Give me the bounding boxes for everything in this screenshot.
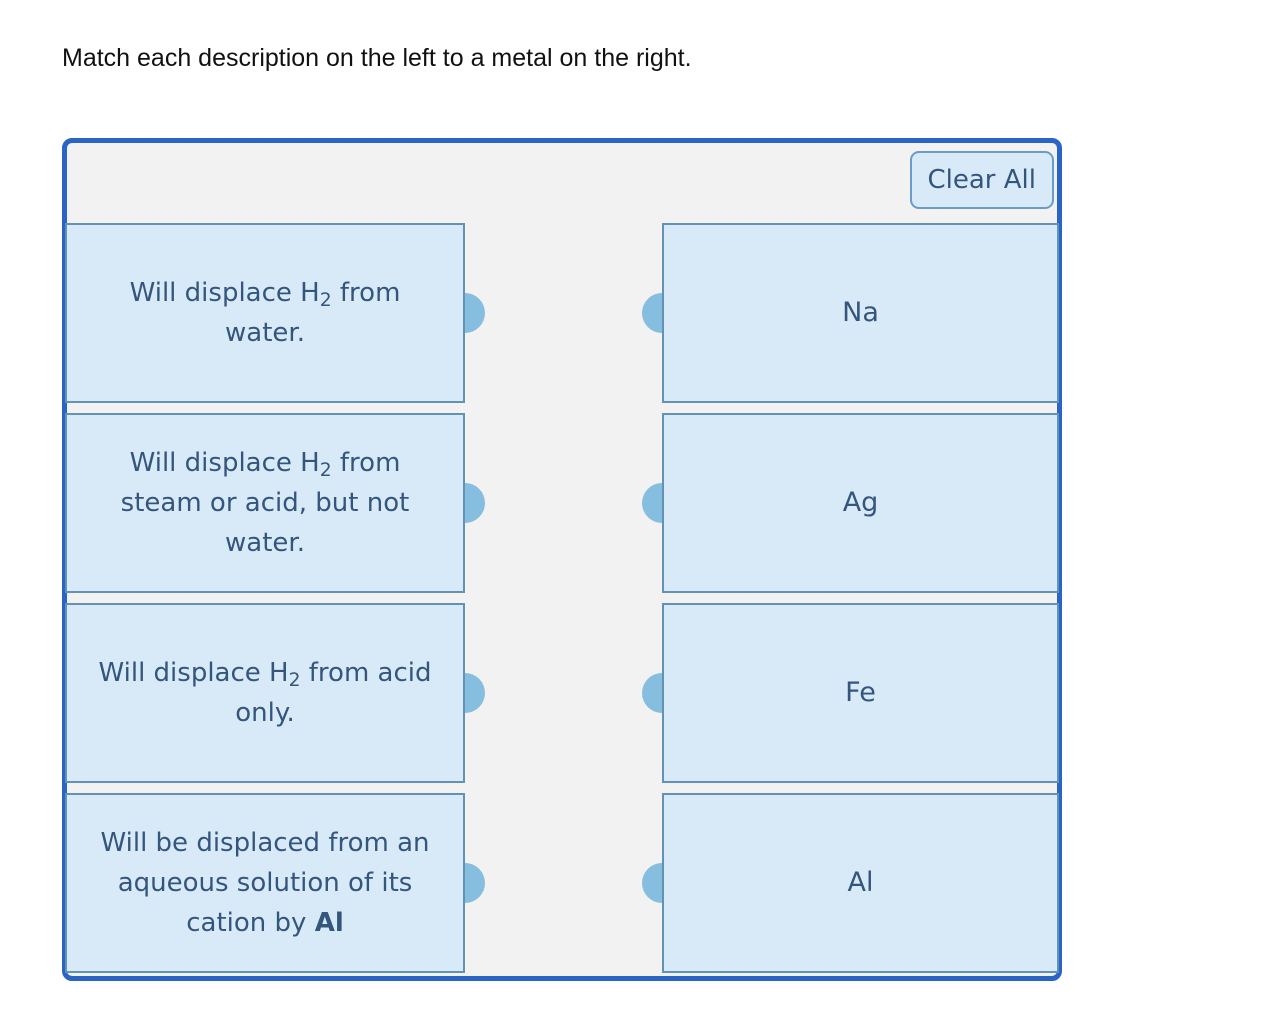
- description-card-water[interactable]: Will displace H2 from water.: [65, 223, 485, 403]
- metal-label: Ag: [842, 487, 879, 518]
- matching-panel: Clear All Will displace H2 from water. W…: [62, 138, 1062, 981]
- metal-label: Fe: [845, 677, 876, 708]
- metal-label: Na: [842, 297, 879, 328]
- description-card-steam-acid[interactable]: Will displace H2 from steam or acid, but…: [65, 413, 485, 593]
- clear-all-button[interactable]: Clear All: [909, 151, 1054, 209]
- description-card-displaced-by-al[interactable]: Will be displaced from an aqueous soluti…: [65, 793, 485, 973]
- description-text: Will displace H2 from acid only.: [98, 658, 432, 728]
- subscript-2: 2: [319, 460, 332, 482]
- metal-label: Al: [847, 867, 874, 898]
- subscript-2: 2: [319, 290, 332, 312]
- subscript-2: 2: [288, 670, 301, 692]
- connector-dot[interactable]: [642, 293, 662, 333]
- connector-dot[interactable]: [642, 673, 662, 713]
- description-text: Will displace H2 from steam or acid, but…: [120, 448, 410, 558]
- metal-card-ag[interactable]: Ag: [642, 413, 1059, 593]
- connector-dot[interactable]: [465, 863, 485, 903]
- description-text: Will displace H2 from water.: [129, 278, 401, 348]
- page-title: Match each description on the left to a …: [62, 44, 692, 72]
- description-card-acid-only[interactable]: Will displace H2 from acid only.: [65, 603, 485, 783]
- connector-dot[interactable]: [642, 863, 662, 903]
- connector-dot[interactable]: [642, 483, 662, 523]
- metal-card-na[interactable]: Na: [642, 223, 1059, 403]
- connector-dot[interactable]: [465, 293, 485, 333]
- connector-dot[interactable]: [465, 673, 485, 713]
- connector-dot[interactable]: [465, 483, 485, 523]
- bold-al: Al: [314, 908, 344, 938]
- description-text: Will be displaced from an aqueous soluti…: [100, 828, 430, 938]
- metal-card-al[interactable]: Al: [642, 793, 1059, 973]
- metal-card-fe[interactable]: Fe: [642, 603, 1059, 783]
